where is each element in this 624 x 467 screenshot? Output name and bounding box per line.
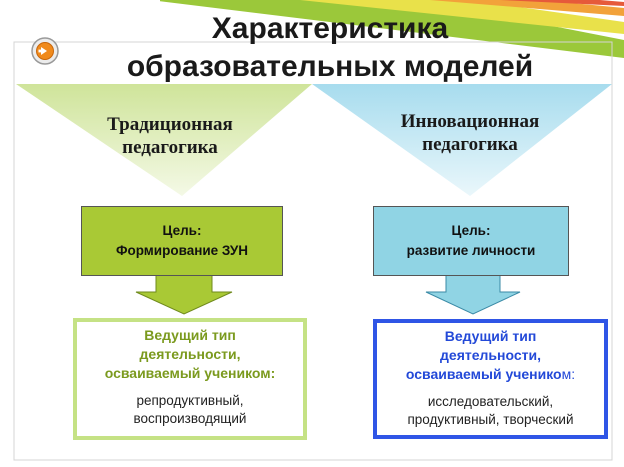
innovative-heading-line2: педагогика	[422, 134, 518, 155]
traditional-heading-line2: педагогика	[122, 137, 218, 158]
traditional-activity-box: Ведущий тип деятельности, осваиваемый уч…	[73, 318, 307, 440]
arrow-right-icon	[41, 47, 47, 55]
innovative-heading: Инновационная педагогика	[370, 110, 570, 156]
page-title-line1: Характеристика	[211, 12, 449, 45]
innovative-activity-detail: исследовательский, продуктивный, творчес…	[377, 393, 604, 429]
innovative-detail-line1: исследовательский,	[427, 394, 554, 409]
innovative-detail-line2: продуктивный, творческий	[407, 412, 574, 427]
stripe-red	[500, 0, 624, 6]
innovative-down-arrow	[425, 273, 521, 315]
innovative-activity-line2: деятельности,	[440, 347, 541, 363]
page-title-line2: образовательных моделей	[126, 50, 534, 83]
innovative-activity-line3-tail: м:	[561, 366, 576, 382]
traditional-activity-heading: Ведущий тип деятельности, осваиваемый уч…	[77, 322, 303, 383]
traditional-goal-box: Цель: Формирование ЗУН	[81, 206, 283, 276]
innovative-goal-line2: развитие личности	[406, 243, 536, 258]
traditional-goal-line1: Цель:	[162, 223, 202, 238]
traditional-heading: Традиционная педагогика	[70, 113, 270, 159]
traditional-detail-line2: воспроизводящий	[133, 411, 247, 426]
innovative-funnel	[312, 84, 612, 196]
innovative-activity-line1: Ведущий тип	[444, 328, 537, 344]
stripe-yellow	[300, 0, 624, 34]
traditional-activity-line2: деятельности,	[139, 346, 241, 362]
nav-next-button[interactable]	[30, 36, 60, 66]
innovative-goal-line1: Цель:	[451, 223, 491, 238]
innovative-activity-line3-main: осваиваемый ученико	[405, 366, 562, 382]
innovative-activity-box: Ведущий тип деятельности, осваиваемый уч…	[373, 319, 608, 439]
traditional-down-arrow	[135, 273, 233, 315]
slide-frame	[13, 41, 613, 461]
innovative-activity-heading: Ведущий тип деятельности, осваиваемый уч…	[377, 323, 604, 384]
innovative-heading-line1: Инновационная	[400, 111, 540, 132]
traditional-detail-line1: репродуктивный,	[136, 393, 244, 408]
traditional-activity-detail: репродуктивный, воспроизводящий	[77, 392, 303, 428]
innovative-goal-box: Цель: развитие личности	[373, 206, 569, 276]
traditional-heading-line1: Традиционная	[107, 114, 233, 135]
traditional-funnel	[16, 84, 312, 196]
stripe-orange	[430, 0, 624, 16]
traditional-goal-line2: Формирование ЗУН	[115, 243, 249, 258]
innovative-activity-line3: осваиваемый учеником:	[377, 365, 604, 384]
stripe-green	[150, 0, 624, 58]
traditional-activity-line1: Ведущий тип	[144, 327, 236, 343]
traditional-activity-line3: осваиваемый учеником:	[104, 365, 276, 381]
stripe-cover	[0, 0, 160, 6]
